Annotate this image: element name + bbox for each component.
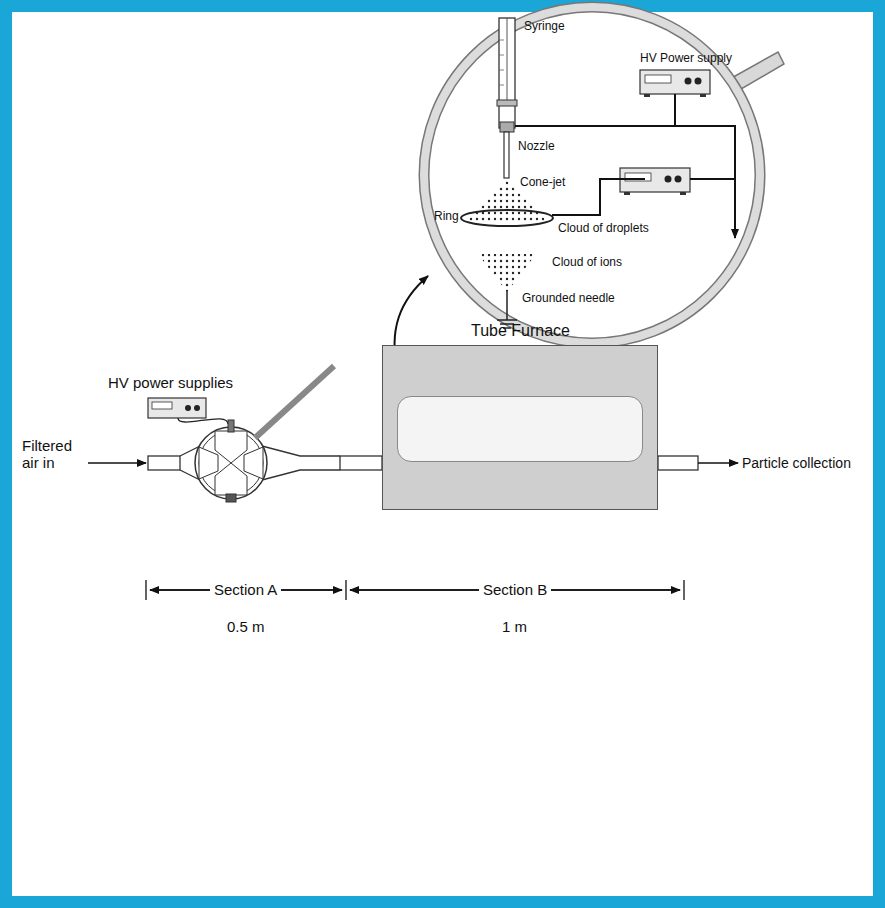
part-label: HV Power supply [640, 52, 732, 66]
dimension-value: 1 m [502, 618, 527, 635]
furnace-tube [397, 396, 643, 462]
magnifier-circle [424, 7, 784, 343]
flow-label: Filtered air in [22, 437, 88, 472]
syringe [497, 18, 517, 132]
dimension-value: 0.5 m [227, 618, 265, 635]
ion-cloud [478, 254, 536, 292]
furnace-box: Tube Furnace [382, 345, 658, 510]
flow-arrow [88, 462, 146, 464]
furnace-title: Tube Furnace [471, 322, 570, 340]
part-label: Cloud of droplets [558, 222, 649, 236]
dimension-line [146, 580, 684, 600]
part-label: Nozzle [518, 140, 555, 154]
hv-power-supply [148, 398, 228, 424]
part-label: Syringe [524, 20, 565, 34]
flow-label: Particle collection [742, 455, 851, 471]
part-label: Ring [434, 210, 459, 224]
part-label: Cloud of ions [552, 256, 622, 270]
flow-arrow [698, 462, 738, 464]
part-label: HV power supplies [108, 374, 233, 391]
ring [461, 210, 553, 226]
part-label: Grounded needle [522, 292, 615, 306]
section-label: Section A [210, 581, 281, 598]
hv-power-supply [620, 168, 690, 195]
part-label: Cone-jet [520, 176, 565, 190]
wire [515, 94, 735, 238]
nozzle [504, 132, 509, 178]
hv-power-supply [640, 70, 710, 97]
section-label: Section B [479, 581, 551, 598]
